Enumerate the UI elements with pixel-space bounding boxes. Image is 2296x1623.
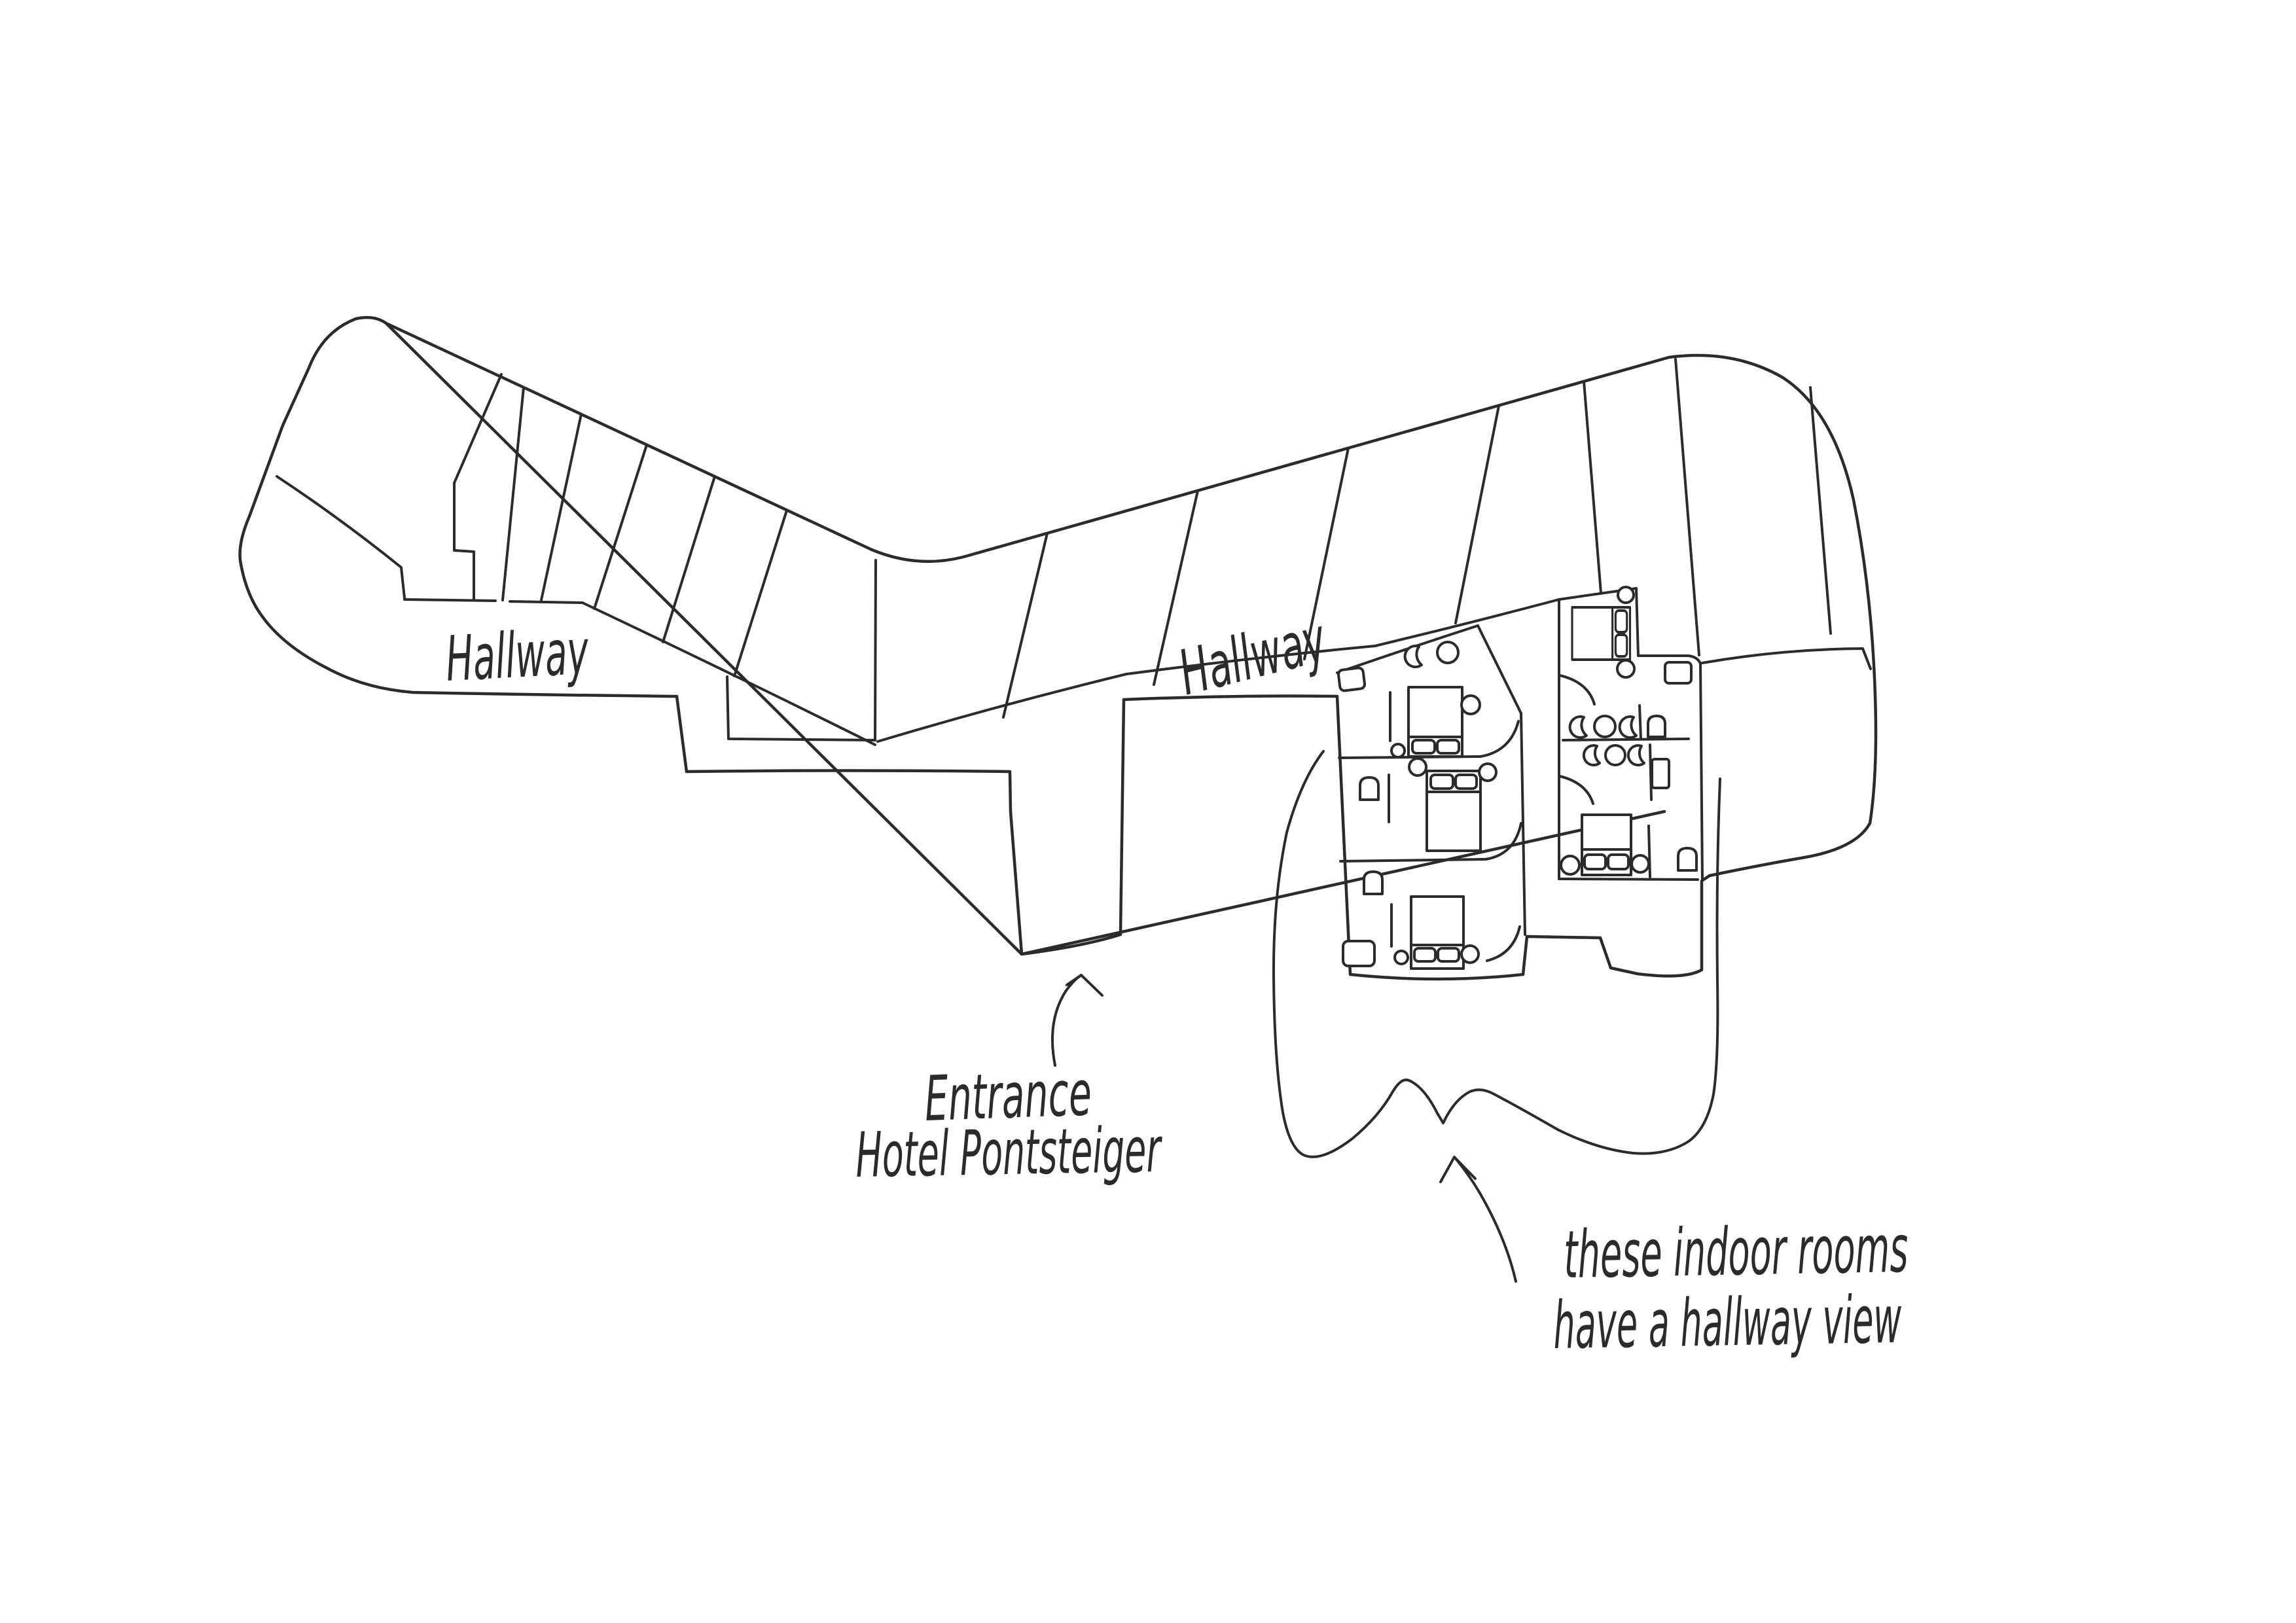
- stool: [1393, 950, 1409, 965]
- table: [1460, 944, 1480, 964]
- rooms-bottom-wall: [876, 598, 1560, 743]
- room-divider: [1153, 490, 1199, 686]
- dseat: [1677, 847, 1698, 872]
- block-right-wall: [1699, 662, 1704, 881]
- door-arc: [1558, 674, 1596, 705]
- chair: [1604, 744, 1626, 766]
- pillow: [1429, 774, 1454, 790]
- block-corner-cut: [1477, 624, 1522, 715]
- wall-stub: [1638, 704, 1642, 740]
- tip-room-divider: [276, 475, 406, 599]
- desk: [1651, 758, 1670, 789]
- labels: Hallway Hallway Entrance Hotel Pontsteig…: [444, 604, 1909, 1364]
- indoor-rooms-right-block: [1558, 586, 1704, 881]
- pillow: [1614, 633, 1628, 658]
- left-wing-walls: [276, 373, 877, 746]
- nightstand: [1664, 661, 1693, 685]
- block-bottom-wall: [1558, 878, 1699, 881]
- wall-stub: [1647, 825, 1651, 878]
- room-divider: [1303, 447, 1350, 660]
- crescent-chair: [1618, 715, 1638, 740]
- table: [1460, 694, 1481, 715]
- door-arc: [1479, 720, 1520, 758]
- room-divider: [1454, 404, 1500, 624]
- chair: [1436, 641, 1460, 664]
- bed-group: [1571, 606, 1632, 661]
- grouping-brace: [1272, 750, 1721, 1158]
- hallway-mid-label: Hallway: [1172, 604, 1334, 710]
- door-arc: [1558, 775, 1594, 805]
- hallway-left-diagonal-wall: [581, 601, 876, 746]
- hallway-left-top-wall: [403, 598, 584, 604]
- room-divider: [1002, 532, 1049, 719]
- entrance-label-line1: Entrance: [924, 1058, 1093, 1135]
- stool: [1560, 855, 1581, 876]
- dseat: [1647, 715, 1666, 738]
- band-walls: [876, 358, 1872, 743]
- stool: [1630, 854, 1650, 874]
- door-arc: [1484, 822, 1522, 861]
- pillow: [1614, 609, 1628, 633]
- crescent-chair: [1626, 744, 1645, 767]
- pillow: [1411, 739, 1436, 755]
- arrow-head: [1439, 1156, 1477, 1183]
- crescent-chair: [1582, 744, 1601, 767]
- nightstand: [1342, 940, 1376, 967]
- note-arrow: [1439, 1156, 1517, 1283]
- hallway-floor-right: [1701, 647, 1872, 670]
- room-divider: [1583, 380, 1602, 594]
- note-label-line1: these indoor rooms: [1563, 1211, 1909, 1293]
- building-outline: [238, 315, 1878, 981]
- arrow-shaft: [1453, 1156, 1517, 1283]
- room-divider: [1809, 386, 1832, 635]
- dseat: [1363, 870, 1384, 895]
- elbow-divider-and-notch: [726, 559, 877, 741]
- room-divider: [540, 413, 583, 601]
- pillow: [1583, 853, 1607, 870]
- room-divider: [501, 386, 525, 601]
- arrow-head: [1066, 974, 1103, 997]
- entrance-label-line2: Hotel Pontsteiger: [855, 1115, 1163, 1192]
- hallway-left-label: Hallway: [444, 616, 590, 696]
- room-wall: [1339, 858, 1487, 863]
- pillow: [1607, 853, 1630, 870]
- chair: [1478, 762, 1498, 782]
- nightstand: [1336, 666, 1367, 692]
- pillow: [1413, 947, 1437, 963]
- indoor-rooms-left-block: [1336, 624, 1526, 970]
- stool: [1390, 743, 1406, 758]
- pillow: [1454, 774, 1478, 790]
- room-divider: [662, 475, 716, 643]
- room-divider-stepped: [453, 373, 503, 601]
- chair: [1593, 715, 1617, 738]
- room-wall: [1562, 738, 1690, 741]
- crescent-chair: [1568, 715, 1588, 740]
- pillow: [1436, 739, 1460, 755]
- dseat: [1359, 776, 1380, 801]
- door-arc: [1486, 925, 1521, 962]
- room-divider: [733, 509, 788, 677]
- arrow-shaft: [1051, 974, 1083, 1067]
- room-divider: [1674, 358, 1700, 656]
- crescent-chair: [1403, 645, 1423, 669]
- chair: [1408, 757, 1427, 777]
- block-right-wall: [1520, 712, 1526, 936]
- entrance-arrow: [1051, 974, 1103, 1067]
- note-label-line2: have a hallway view: [1552, 1281, 1902, 1364]
- room-divider: [593, 444, 648, 610]
- brace-curve: [1272, 750, 1721, 1158]
- stool: [1617, 586, 1635, 604]
- block-notch: [1635, 587, 1702, 665]
- pillow: [1437, 947, 1460, 963]
- exterior-wall: [238, 315, 1878, 981]
- stool: [1616, 659, 1636, 679]
